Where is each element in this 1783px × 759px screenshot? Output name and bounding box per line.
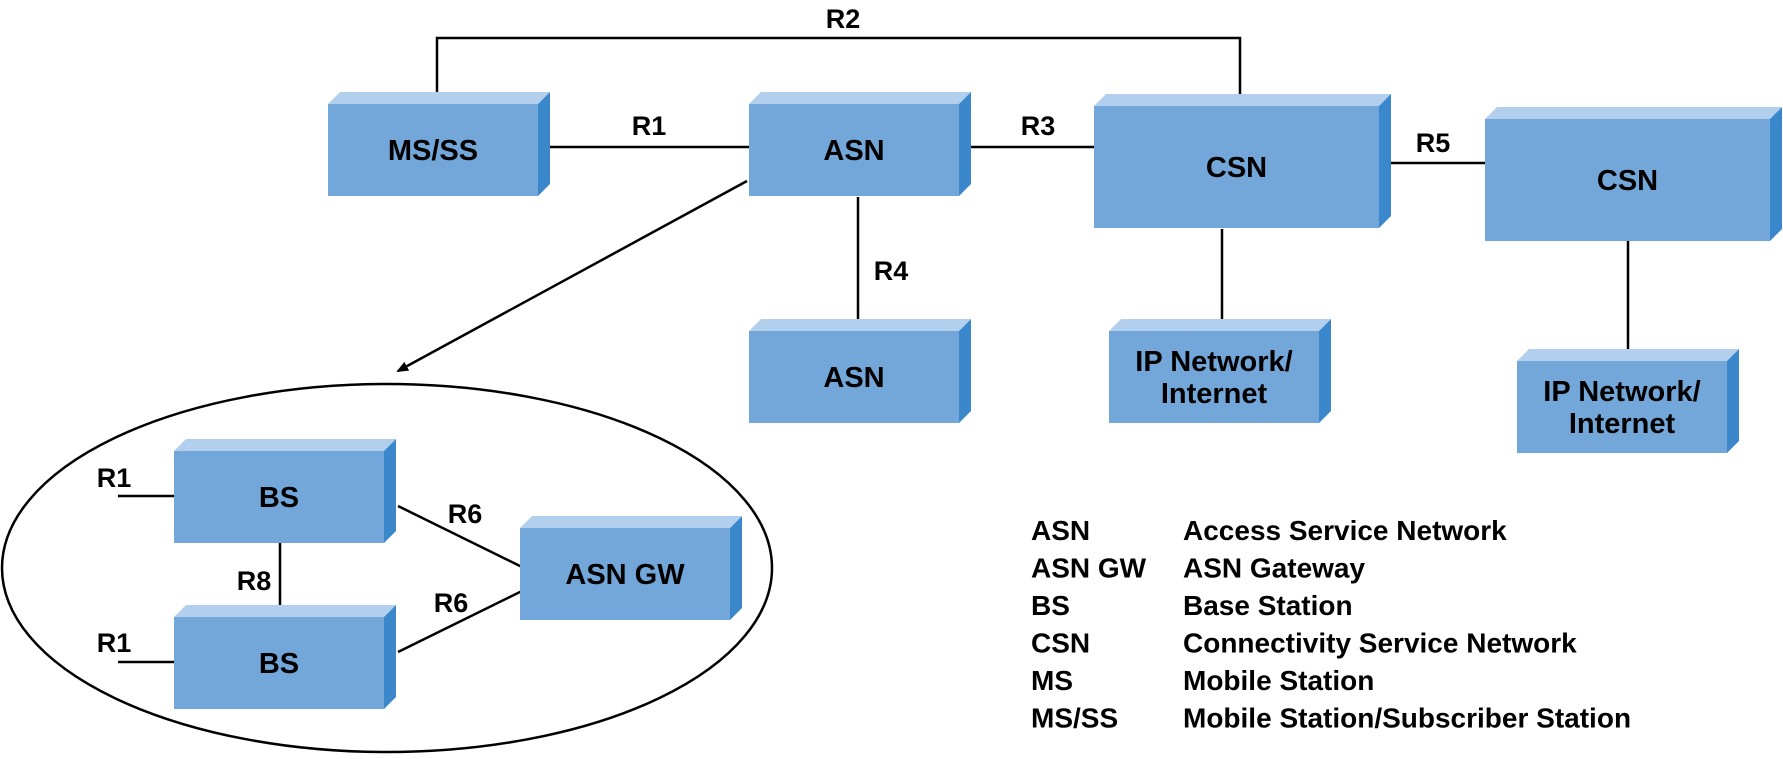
r3-label: R3	[1021, 111, 1056, 141]
ms-ss-box-label: MS/SS	[388, 135, 478, 167]
asn-gw-box-top	[520, 516, 742, 528]
ip-network-peer-box: IP Network/Internet	[1517, 349, 1739, 453]
csn-peer-box-face	[1485, 119, 1770, 241]
r5-label: R5	[1416, 128, 1451, 158]
asn-main-box-top	[749, 92, 971, 104]
zoom-arrow	[396, 179, 748, 373]
ip-network-peer-box-side	[1727, 349, 1739, 453]
r1-bs-bottom-label: R1	[97, 628, 132, 658]
ms-ss-box-side	[538, 92, 550, 196]
bs-bottom-box: BS	[174, 605, 396, 709]
ip-network-main-box-face	[1109, 331, 1319, 423]
ip-network-peer-box-label-line-2: Internet	[1569, 408, 1676, 440]
r6-top-link	[397, 504, 523, 569]
asn-gw-box: ASN GW	[520, 516, 742, 620]
asn-main-box-side	[959, 92, 971, 196]
ip-network-main-box: IP Network/Internet	[1109, 319, 1331, 423]
asn-main-box-face	[749, 104, 959, 196]
legend-abbr: MS	[1031, 665, 1073, 696]
legend-meaning: Access Service Network	[1183, 515, 1507, 546]
legend-abbr: ASN GW	[1031, 553, 1147, 584]
asn-gw-box-label: ASN GW	[565, 559, 685, 591]
csn-peer-box-label: CSN	[1597, 165, 1658, 197]
asn-main-box: ASN	[749, 92, 971, 196]
legend-meaning: Base Station	[1183, 590, 1353, 621]
csn-main-box-label: CSN	[1206, 152, 1267, 184]
ip-network-main-box-label-line-2: Internet	[1161, 378, 1268, 410]
legend-meaning: ASN Gateway	[1183, 553, 1365, 584]
asn-peer-box-face	[749, 331, 959, 423]
csn-main-box-face	[1094, 106, 1379, 228]
csn-main-box: CSN	[1094, 94, 1391, 228]
legend-abbr: BS	[1031, 590, 1070, 621]
asn-detail-ellipse	[0, 382, 774, 754]
r4-label: R4	[874, 256, 909, 286]
r6-bottom-label: R6	[434, 588, 469, 618]
ms-ss-box-top	[328, 92, 550, 104]
bs-top-box-label: BS	[259, 482, 299, 514]
csn-peer-box: CSN	[1485, 107, 1782, 241]
csn-peer-box-top	[1485, 107, 1782, 119]
ip-network-main-box-top	[1109, 319, 1331, 331]
bs-bottom-box-top	[174, 605, 396, 617]
asn-peer-box: ASN	[749, 319, 971, 423]
ip-network-peer-box-face	[1517, 361, 1727, 453]
legend-meaning: Connectivity Service Network	[1183, 628, 1577, 659]
ip-network-peer-box-label-line-1: IP Network/	[1543, 376, 1700, 408]
asn-peer-box-side	[959, 319, 971, 423]
csn-main-box-top	[1094, 94, 1391, 106]
legend-meaning: Mobile Station	[1183, 665, 1374, 696]
r6-bottom-link	[397, 589, 523, 654]
bs-bottom-box-label: BS	[259, 648, 299, 680]
asn-peer-box-label: ASN	[823, 362, 884, 394]
r1-bs-top-label: R1	[97, 463, 132, 493]
legend-abbr: MS/SS	[1031, 703, 1118, 734]
asn-gw-box-face	[520, 528, 730, 620]
asn-main-box-label: ASN	[823, 135, 884, 167]
r2-link	[435, 36, 1242, 98]
bs-top-box-side	[384, 439, 396, 543]
legend-abbr: CSN	[1031, 628, 1090, 659]
ms-ss-box-face	[328, 104, 538, 196]
bs-bottom-box-side	[384, 605, 396, 709]
ms-ss-box: MS/SS	[328, 92, 550, 196]
bs-bottom-box-face	[174, 617, 384, 709]
interface-labels: R2 R1 R3 R5 R4 R6 R6 R8 R1 R1	[97, 4, 1451, 658]
r2-label: R2	[826, 4, 861, 34]
ip-network-main-box-label-line-1: IP Network/	[1135, 346, 1292, 378]
r1-label: R1	[632, 111, 667, 141]
connection-lines	[118, 36, 1630, 664]
bs-top-box-top	[174, 439, 396, 451]
r6-top-label: R6	[448, 499, 483, 529]
legend-meaning: Mobile Station/Subscriber Station	[1183, 703, 1631, 734]
legend-abbr: ASN	[1031, 515, 1090, 546]
ip-network-main-box-side	[1319, 319, 1331, 423]
bs-top-box-face	[174, 451, 384, 543]
csn-main-box-side	[1379, 94, 1391, 228]
csn-peer-box-side	[1770, 107, 1782, 241]
r8-label: R8	[237, 566, 272, 596]
ip-network-peer-box-top	[1517, 349, 1739, 361]
bs-top-box: BS	[174, 439, 396, 543]
asn-peer-box-top	[749, 319, 971, 331]
asn-gw-box-side	[730, 516, 742, 620]
